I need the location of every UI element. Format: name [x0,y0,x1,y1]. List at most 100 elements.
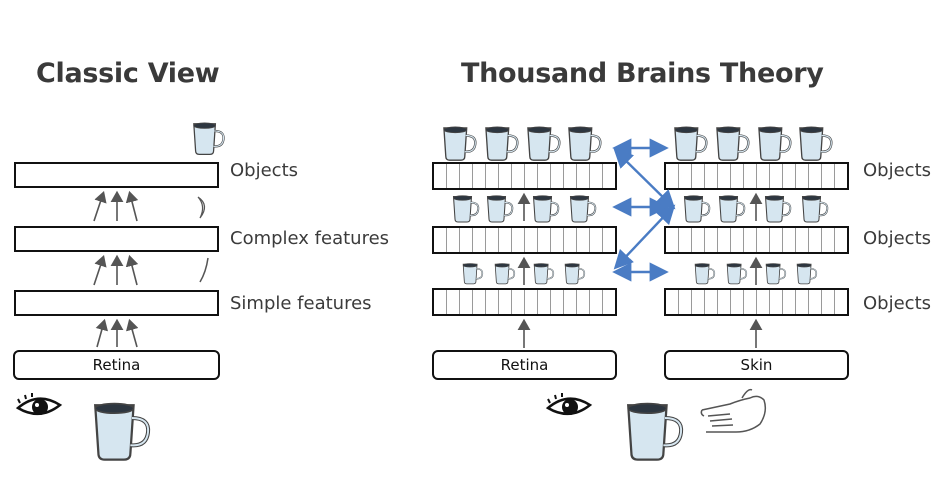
column-cell [512,164,525,188]
column-cell [692,290,705,314]
classic-view-title: Classic View [36,58,220,89]
column-cell [757,290,770,314]
column-cell [564,228,577,252]
column-cell [809,164,822,188]
column-cell [434,228,447,252]
tbt-retina-box: Retina [432,350,617,380]
column-cell [770,228,783,252]
tbt-mugs-middle [452,194,829,223]
column-cell [590,228,603,252]
column-cell [538,228,551,252]
classic-retina-box: Retina [13,350,220,380]
column-cell [757,228,770,252]
column-cell [499,290,512,314]
column-cell [512,228,525,252]
eye-icon [545,393,593,415]
column-cell [718,290,731,314]
column-cell [796,290,809,314]
column-cell [770,290,783,314]
column-cell [590,290,603,314]
column-cell [486,228,499,252]
column-cell [705,228,718,252]
column-cell [486,290,499,314]
tbt-mugs-top [442,125,833,162]
eye-icon [15,393,63,415]
classic-objects-layer [14,162,219,188]
column-cell [447,228,460,252]
column-cell [718,164,731,188]
tbt-mugs-bottom [462,262,818,285]
column-cell [473,290,486,314]
column-cell [822,228,835,252]
column-cell [744,228,757,252]
hand-icon [700,388,767,433]
column-cell [705,164,718,188]
thousand-brains-title: Thousand Brains Theory [461,58,824,89]
column-cell [512,290,525,314]
column-cell [731,290,744,314]
tbt-right-column-middle [664,226,849,254]
column-cell [434,164,447,188]
column-cell [744,164,757,188]
column-cell [757,164,770,188]
tbt-objects-label-top: Objects [863,160,932,181]
column-cell [590,164,603,188]
mug-icon [628,404,681,460]
tbt-left-column-middle [432,226,617,254]
column-cell [564,290,577,314]
column-cell [679,290,692,314]
column-cell [551,164,564,188]
column-cell [783,228,796,252]
mug-icon [95,404,148,460]
column-cell [564,164,577,188]
column-cell [525,228,538,252]
column-cell [809,290,822,314]
column-cell [577,290,590,314]
column-cell [822,164,835,188]
tbt-left-column-bottom [432,288,617,316]
column-cell [731,164,744,188]
column-cell [486,164,499,188]
column-cell [538,290,551,314]
column-cell [744,290,757,314]
classic-objects-label: Objects [230,160,299,181]
lateral-connection-arrows [612,138,676,282]
column-cell [577,164,590,188]
column-cell [666,164,679,188]
column-cell [551,290,564,314]
column-cell [473,164,486,188]
tbt-feedforward-arrows [517,192,763,348]
column-cell [499,164,512,188]
column-cell [434,290,447,314]
column-cell [679,228,692,252]
mug-icon [192,121,225,156]
column-cell [692,228,705,252]
tbt-right-column-bottom [664,288,849,316]
classic-complex-layer [14,226,219,252]
column-cell [783,290,796,314]
column-cell [525,164,538,188]
column-cell [447,164,460,188]
tbt-left-column-top [432,162,617,190]
column-cell [460,228,473,252]
column-cell [460,290,473,314]
column-cell [666,290,679,314]
classic-simple-label: Simple features [230,293,372,314]
column-cell [538,164,551,188]
column-cell [551,228,564,252]
column-cell [692,164,705,188]
classic-complex-label: Complex features [230,228,390,249]
curve-feature-icon [197,196,206,219]
column-cell [447,290,460,314]
column-cell [783,164,796,188]
column-cell [731,228,744,252]
column-cell [473,228,486,252]
column-cell [577,228,590,252]
column-cell [770,164,783,188]
classic-simple-layer [14,290,219,316]
line-feature-icon [199,257,209,283]
column-cell [499,228,512,252]
column-cell [796,164,809,188]
column-cell [809,228,822,252]
